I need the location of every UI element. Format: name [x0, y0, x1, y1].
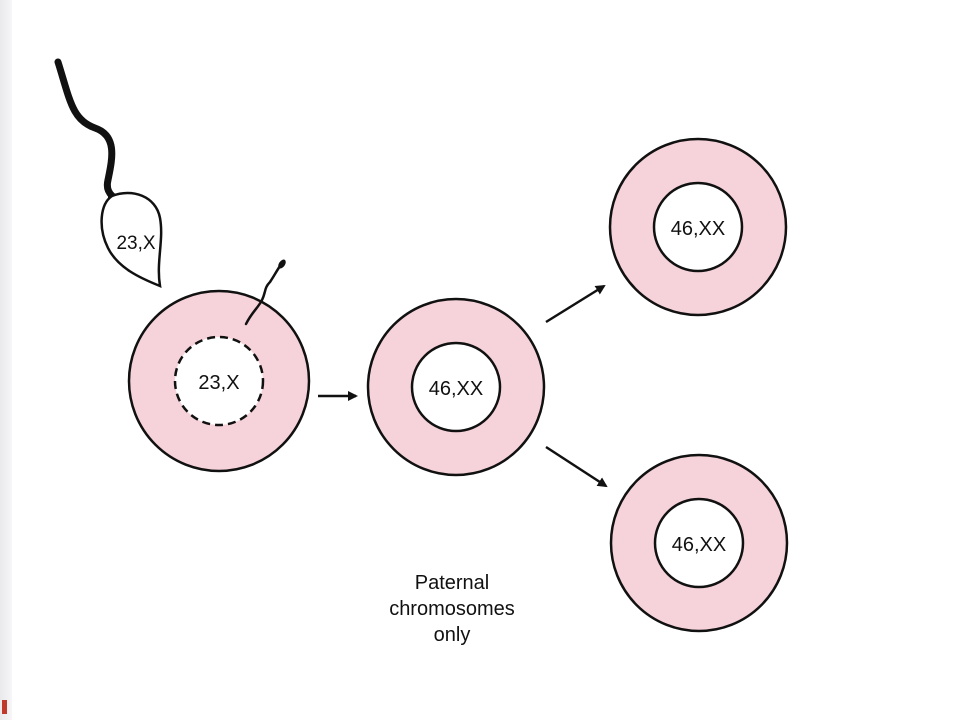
sperm-label: 23,X	[116, 233, 155, 254]
zygote-nucleus	[410, 341, 502, 433]
edge-mark	[2, 700, 7, 714]
small-sperm-tail	[244, 264, 282, 326]
daughter-nucleus-bottom	[653, 497, 745, 589]
caption: Paternal chromosomes only	[352, 570, 552, 648]
small-sperm-head	[278, 259, 286, 269]
egg-nucleus-label: 23,X	[198, 372, 239, 394]
sperm-tail	[54, 58, 136, 210]
caption-line-2: chromosomes	[389, 598, 515, 620]
caption-line-1: Paternal	[414, 572, 490, 594]
zygote-label: 46,XX	[429, 378, 483, 400]
arrow-to-top-daughter	[545, 284, 606, 324]
daughter-top-label: 46,XX	[671, 218, 725, 240]
daughter-nucleus-top	[652, 181, 744, 273]
caption-line-3: only	[433, 624, 471, 646]
egg-nucleus-dashed	[173, 335, 265, 427]
daughter-bottom-label: 46,XX	[672, 534, 726, 556]
page-edge-shadow	[0, 0, 12, 720]
arrow-to-bottom-daughter	[545, 445, 608, 488]
sperm-head	[100, 191, 163, 288]
